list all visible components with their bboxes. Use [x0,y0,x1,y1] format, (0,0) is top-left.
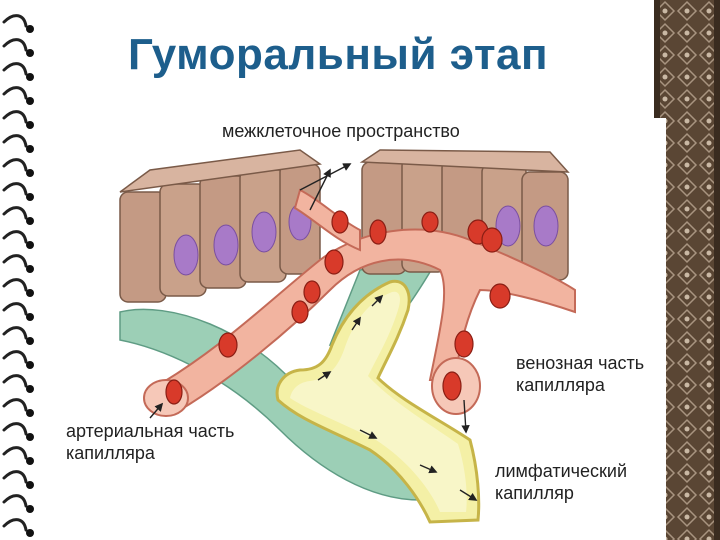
red-blood-cells [165,210,511,405]
spiral-binding [2,14,34,537]
label-arterial-part: артериальная часть капилляра [66,421,235,463]
capillary-branch-upper [293,188,361,252]
flow-arrows [149,163,478,501]
lymph-capillary-inner [290,291,467,512]
label-intercellular-space: межклеточное пространство [222,121,460,141]
label-lymph-capillary: лимфатический капилляр [495,461,628,503]
slide-title: Гуморальный этап [128,30,549,79]
label-venous-part: венозная часть капилляра [516,353,645,395]
cell-block-left [119,149,322,303]
